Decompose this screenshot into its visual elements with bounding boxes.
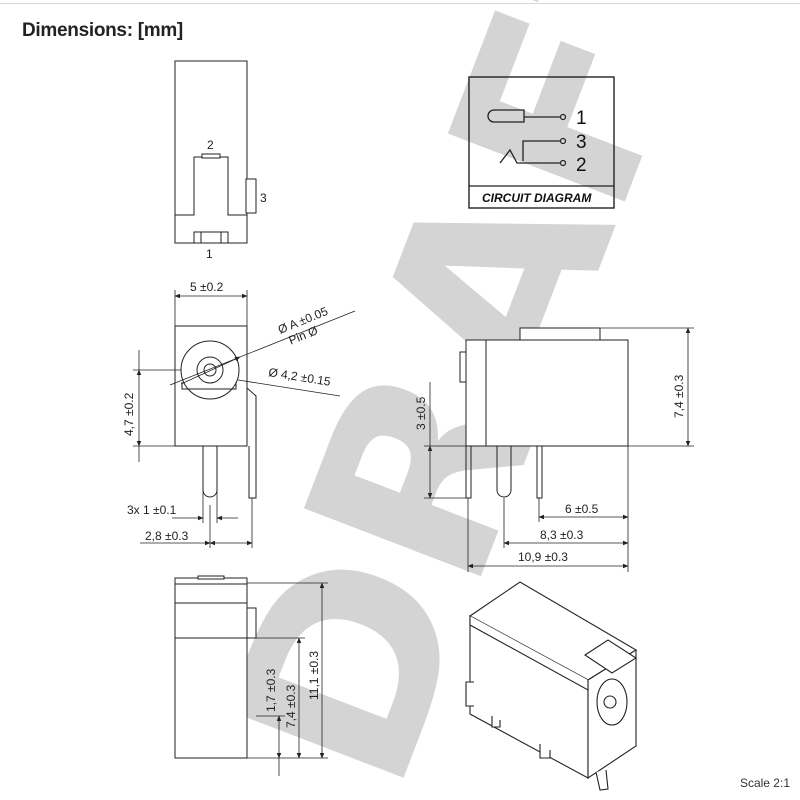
pin-width-dim: 3x 1 ±0.1 <box>127 503 177 517</box>
front-width-dim: 5 ±0.2 <box>190 280 224 294</box>
side-dim-6: 6 ±0.5 <box>565 502 599 516</box>
front-view-dimensions <box>133 290 356 548</box>
bottom-dim-7-4: 7,4 ±0.3 <box>284 684 298 728</box>
circuit-pin-1-label: 1 <box>576 108 587 129</box>
side-view-dimensions <box>424 327 694 572</box>
side-dim-8-3: 8,3 ±0.3 <box>540 528 584 542</box>
circuit-pin-3-label: 3 <box>576 132 587 153</box>
scale-label: Scale 2:1 <box>739 776 790 790</box>
pin-offset-dim: 2,8 ±0.3 <box>145 529 189 543</box>
page-title: Dimensions: [mm] <box>22 20 183 41</box>
top-border <box>0 3 800 4</box>
bottom-view-dimensions <box>247 582 328 776</box>
top-pin-2-label: 2 <box>207 138 214 152</box>
top-pin-1-label: 1 <box>206 247 213 261</box>
circuit-pin-2-label: 2 <box>576 155 587 176</box>
side-pin-height-dim: 3 ±0.5 <box>414 396 428 430</box>
top-view <box>174 60 257 244</box>
bottom-view <box>174 575 257 759</box>
bottom-dim-11-1: 11,1 ±0.3 <box>307 651 321 700</box>
top-pin-3-label: 3 <box>260 191 267 205</box>
circuit-diagram-caption: CIRCUIT DIAGRAM <box>482 191 592 205</box>
center-height-dim: 4,7 ±0.2 <box>122 392 136 436</box>
side-view <box>459 327 629 499</box>
side-height-dim: 7,4 ±0.3 <box>672 374 686 418</box>
side-dim-10-9: 10,9 ±0.3 <box>518 550 568 564</box>
front-view <box>174 325 257 499</box>
circuit-diagram <box>468 76 615 209</box>
isometric-view <box>465 581 638 791</box>
bottom-dim-1-7: 1,7 ±0.3 <box>264 668 278 712</box>
